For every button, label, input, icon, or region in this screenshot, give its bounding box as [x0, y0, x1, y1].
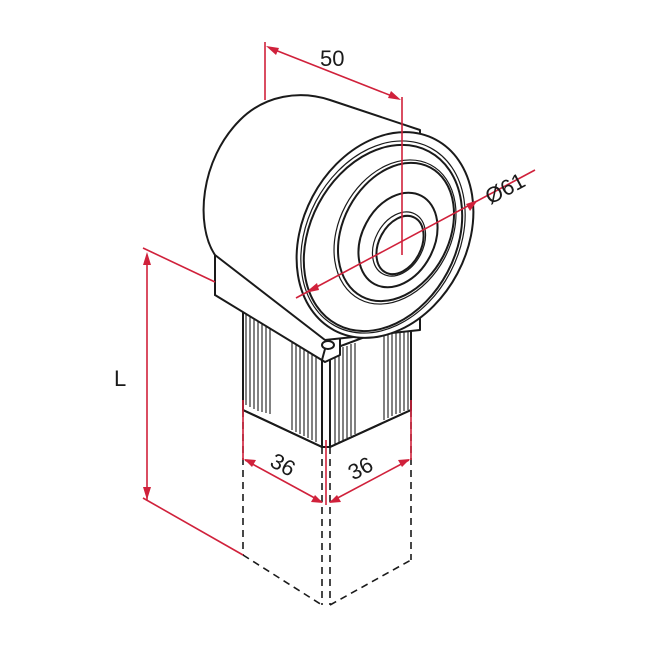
length-label: L — [114, 366, 126, 391]
dimension-depth: 50 — [264, 42, 403, 255]
dimension-length: L — [114, 247, 244, 556]
width-left-label: 36 — [266, 448, 299, 482]
depth-label: 50 — [320, 46, 344, 71]
diameter-label: Ø61 — [481, 168, 529, 210]
cylinder-body — [202, 94, 475, 361]
post-hidden-outline — [242, 410, 412, 606]
